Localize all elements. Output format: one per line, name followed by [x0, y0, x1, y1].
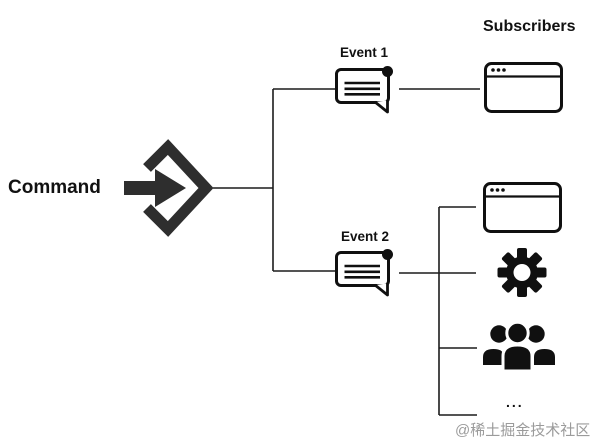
- people-icon: [483, 320, 555, 373]
- event-2-message-icon: [335, 247, 395, 297]
- event-1-message-icon: [335, 64, 395, 114]
- subscribers-title: Subscribers: [483, 18, 576, 35]
- connector-lines: [213, 88, 480, 416]
- event-2-label: Event 2: [341, 229, 390, 244]
- more-subscribers-ellipsis: ...: [506, 394, 524, 410]
- command-input-icon: [124, 139, 214, 237]
- watermark: @稀土掘金技术社区: [455, 422, 591, 439]
- event-1-label: Event 1: [340, 45, 389, 60]
- arrow-right-icon: [124, 169, 186, 207]
- browser-window-icon-1: [484, 62, 563, 113]
- browser-window-icon-2: [483, 182, 562, 233]
- gear-icon: [497, 248, 547, 297]
- command-label: Command: [8, 177, 101, 198]
